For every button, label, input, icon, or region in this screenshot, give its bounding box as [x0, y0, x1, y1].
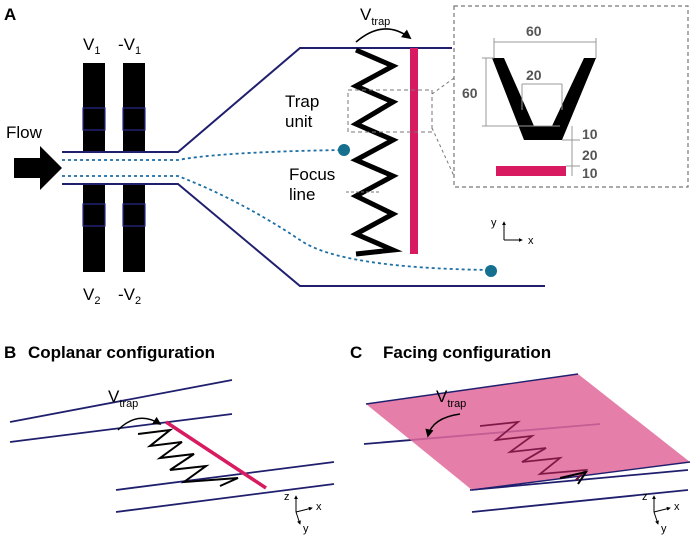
- axes-indicator-b: z x y: [284, 491, 322, 535]
- c-vtrap-arc-arrow: [425, 413, 461, 438]
- c-plane-edge-top: [365, 373, 579, 405]
- panel-a: A Flow V1 -V1 V2 -V2: [4, 5, 689, 307]
- trap-unit-box: [347, 89, 433, 133]
- c-zigzag-tail: [559, 470, 589, 485]
- dim-gap2-value: 20: [582, 147, 598, 163]
- electrode-overlap-1: [82, 107, 106, 131]
- v2-label: V2: [83, 285, 100, 307]
- c-axis-y-label: y: [661, 523, 667, 535]
- dim-top-value: 60: [526, 23, 542, 39]
- c-y-axis-arrow: [653, 511, 659, 525]
- trap-unit-connector-bottom: [431, 127, 455, 177]
- b-trap-bar: [165, 420, 267, 490]
- electrode-minus-v1: [123, 63, 145, 151]
- minus-v2-label: -V2: [118, 285, 141, 307]
- panel-c-label: C: [350, 343, 362, 362]
- trapped-bead: [338, 144, 350, 156]
- b-axis-z-label: z: [284, 491, 290, 503]
- b-axis-y-label: y: [303, 523, 309, 535]
- streamline-lower: [62, 175, 491, 271]
- panel-b-label: B: [4, 343, 16, 362]
- vtrap-arc-arrow: [355, 28, 412, 43]
- b-y-axis-arrow: [295, 511, 301, 525]
- c-zigzag-through-plane: [479, 420, 589, 481]
- electrode-overlap-2: [122, 107, 146, 131]
- c-axis-x-label: x: [674, 501, 680, 513]
- b-x-axis-arrow: [295, 506, 313, 513]
- vtrap-label-a: Vtrap: [360, 5, 390, 28]
- panel-b-title: Coplanar configuration: [28, 343, 215, 362]
- minus-v1-label: -V1: [118, 35, 141, 57]
- trap-unit-inset: 60 60 20 10 20 10: [462, 23, 598, 181]
- passing-bead: [485, 265, 497, 277]
- axis-y-label: y: [491, 217, 497, 229]
- focus-line-label-1: Focus: [289, 165, 335, 184]
- axes-indicator-c: z x y: [642, 491, 680, 535]
- focus-line-label-2: line: [289, 185, 315, 204]
- b-vtrap-arc-arrow: [117, 416, 162, 431]
- c-channel-line-2: [469, 469, 689, 491]
- b-zigzag-electrode: [137, 428, 239, 487]
- panel-c-title: Facing configuration: [383, 343, 551, 362]
- electrode-v1: [83, 63, 105, 151]
- b-channel-line-3: [115, 461, 335, 491]
- b-channel-line-1: [9, 379, 233, 423]
- panel-a-label: A: [4, 5, 16, 24]
- c-facing-plane: [366, 374, 690, 490]
- trap-bar-electrode: [410, 48, 418, 254]
- panel-c: C Facing configuration Vtrap z x y: [350, 343, 691, 535]
- v1-label: V1: [83, 35, 100, 57]
- b-channel-line-4: [115, 483, 335, 513]
- c-vtrap-label: Vtrap: [436, 387, 466, 410]
- inset-v-electrode: [492, 58, 596, 140]
- zigzag-trap-electrode: [350, 47, 403, 257]
- inset-box: [453, 5, 689, 188]
- dim-inner-value: 20: [526, 67, 542, 83]
- channel-gap-2: [123, 152, 145, 184]
- dim-bar-value: 10: [582, 165, 598, 181]
- dim-left-value: 60: [462, 85, 478, 101]
- electrode-v2: [83, 185, 105, 272]
- axes-indicator-a: y x: [491, 217, 534, 247]
- c-axis-z-label: z: [642, 491, 648, 503]
- dim-gap1-value: 10: [582, 126, 598, 142]
- electrode-minus-v2: [123, 185, 145, 272]
- flow-label: Flow: [6, 123, 43, 142]
- b-axis-x-label: x: [316, 501, 322, 513]
- c-x-axis-arrow: [653, 506, 671, 513]
- trap-unit-connector-top: [431, 77, 455, 95]
- electrode-overlap-3: [82, 203, 106, 227]
- channel-gap-1: [83, 152, 105, 184]
- flow-arrow-icon: [14, 146, 62, 190]
- axis-x-label: x: [528, 235, 534, 247]
- inset-trap-bar: [496, 166, 566, 176]
- trap-unit-label-1: Trap: [285, 92, 319, 111]
- electrode-overlap-4: [122, 203, 146, 227]
- b-vtrap-label: Vtrap: [108, 387, 138, 410]
- streamline-upper: [62, 149, 343, 161]
- c-channel-line-3: [471, 489, 689, 513]
- panel-b: B Coplanar configuration Vtrap z x y: [4, 343, 335, 535]
- trap-unit-label-2: unit: [285, 112, 313, 131]
